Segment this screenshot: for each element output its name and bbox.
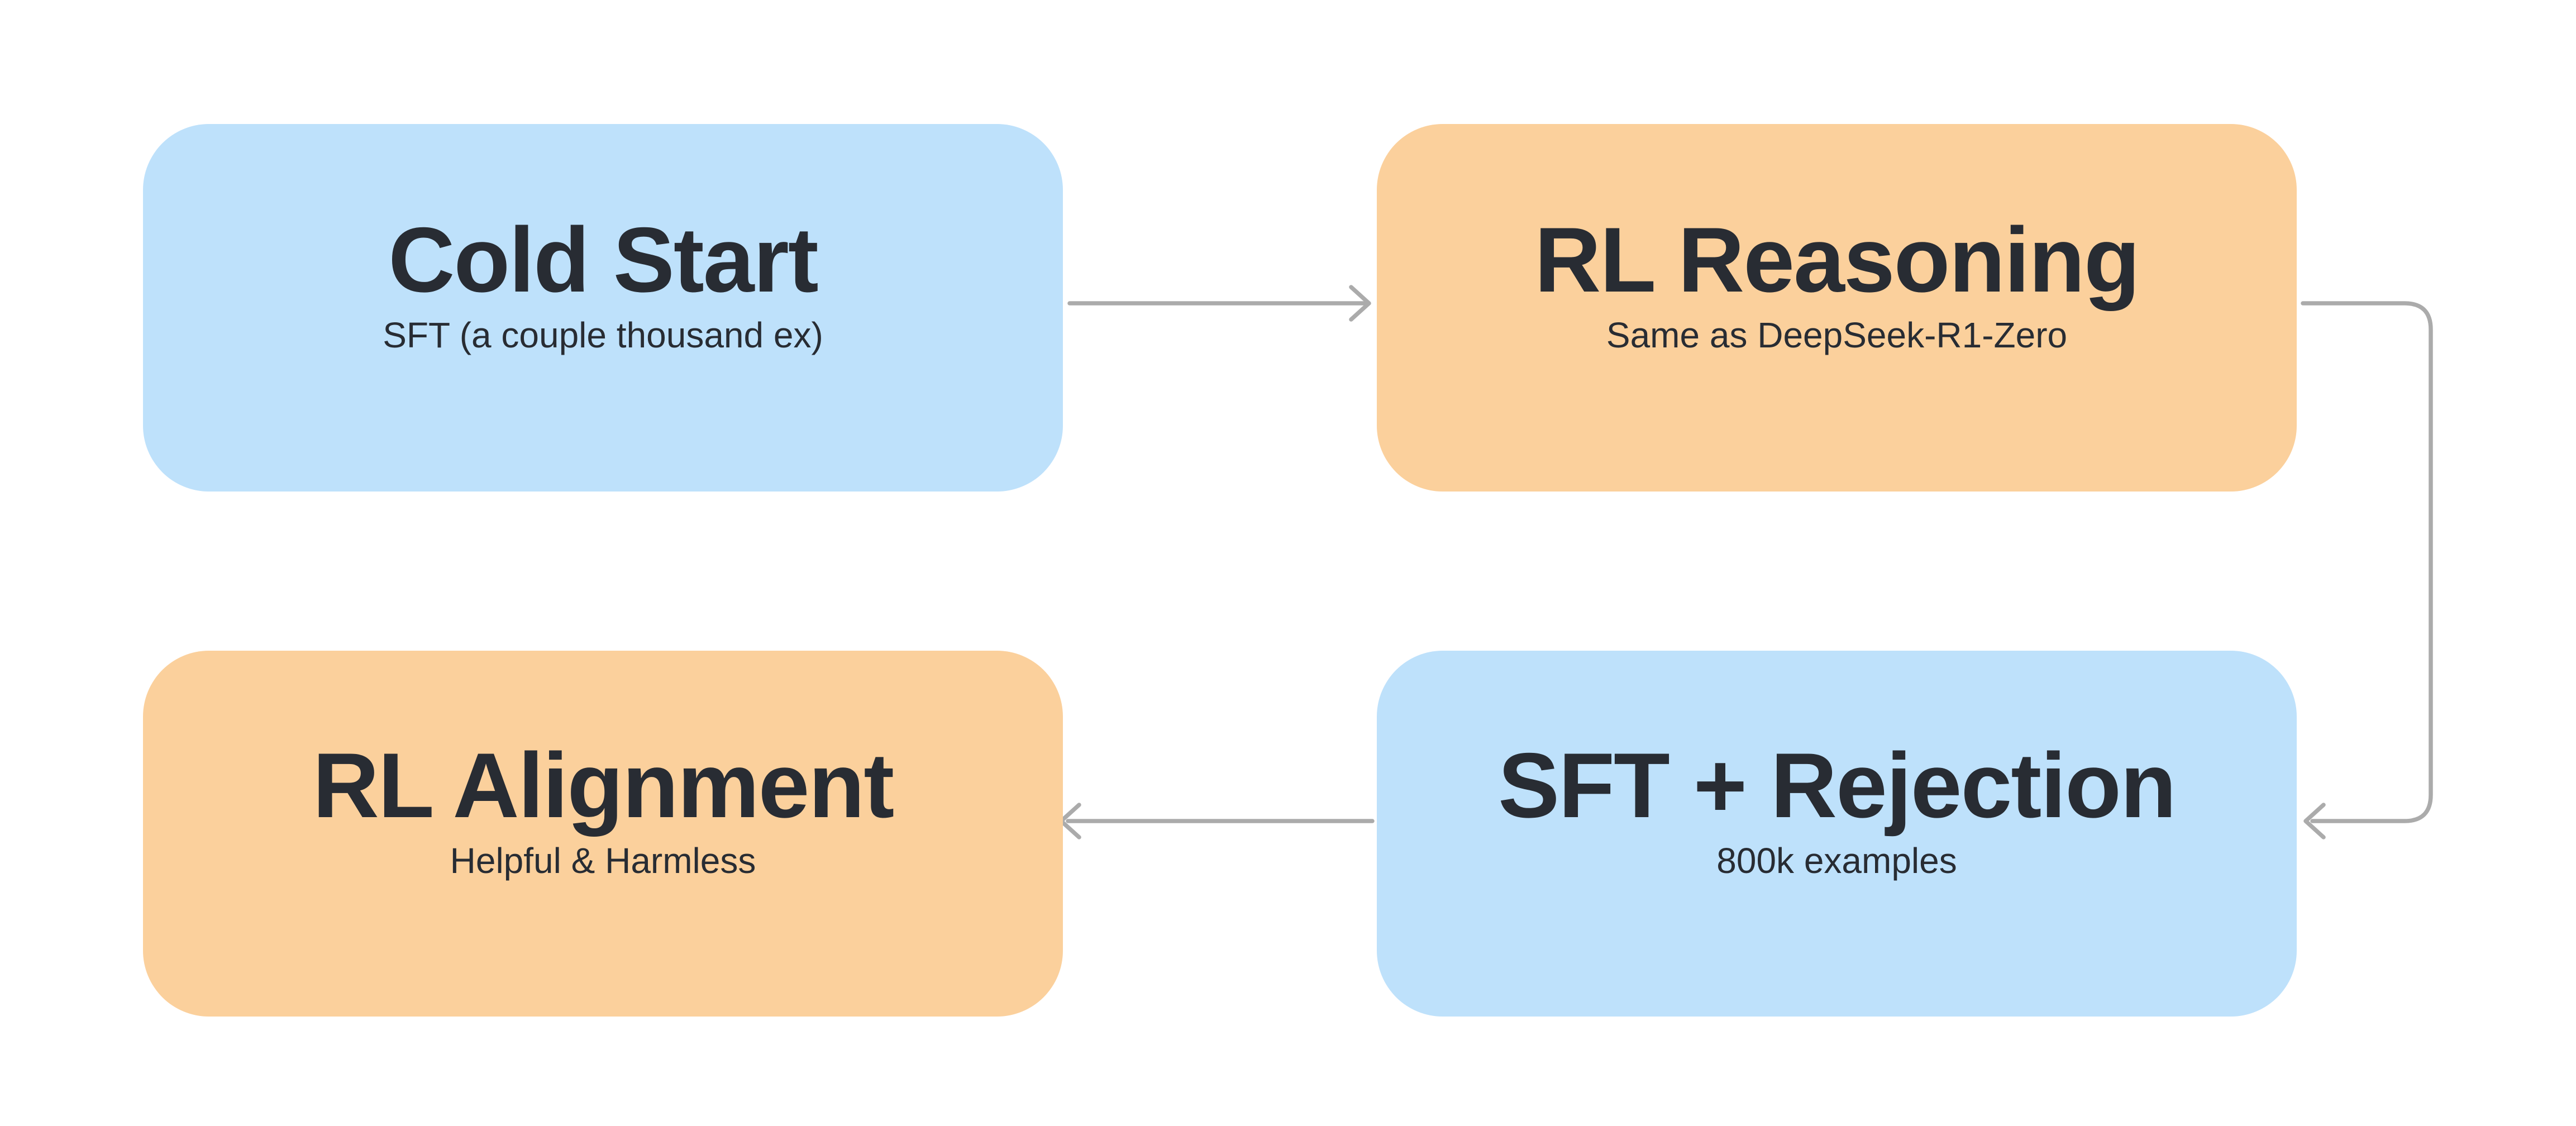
node-sft-rejection: SFT + Rejection 800k examples (1377, 651, 2297, 1017)
node-subtitle: 800k examples (1716, 841, 1957, 881)
edge-rl-reasoning-to-sft-rejection (2301, 301, 2433, 839)
node-cold-start: Cold Start SFT (a couple thousand ex) (143, 124, 1063, 492)
edge-cold-start-to-rl-reasoning (1067, 285, 1371, 322)
edge-shaft (2301, 301, 2433, 823)
node-subtitle: Helpful & Harmless (450, 841, 756, 881)
node-subtitle: SFT (a couple thousand ex) (383, 314, 823, 355)
edge-sft-rejection-to-rl-alignment (1059, 803, 1375, 839)
node-rl-reasoning: RL Reasoning Same as DeepSeek-R1-Zero (1377, 124, 2297, 492)
node-rl-alignment: RL Alignment Helpful & Harmless (143, 651, 1063, 1017)
node-subtitle: Same as DeepSeek-R1-Zero (1606, 314, 2068, 355)
node-title: RL Alignment (312, 734, 895, 837)
node-title: RL Reasoning (1534, 208, 2140, 311)
node-title: Cold Start (388, 208, 819, 311)
node-title: SFT + Rejection (1498, 734, 2177, 837)
arrowhead-right-icon (1349, 285, 1371, 322)
arrowhead-left-icon (2303, 803, 2326, 839)
